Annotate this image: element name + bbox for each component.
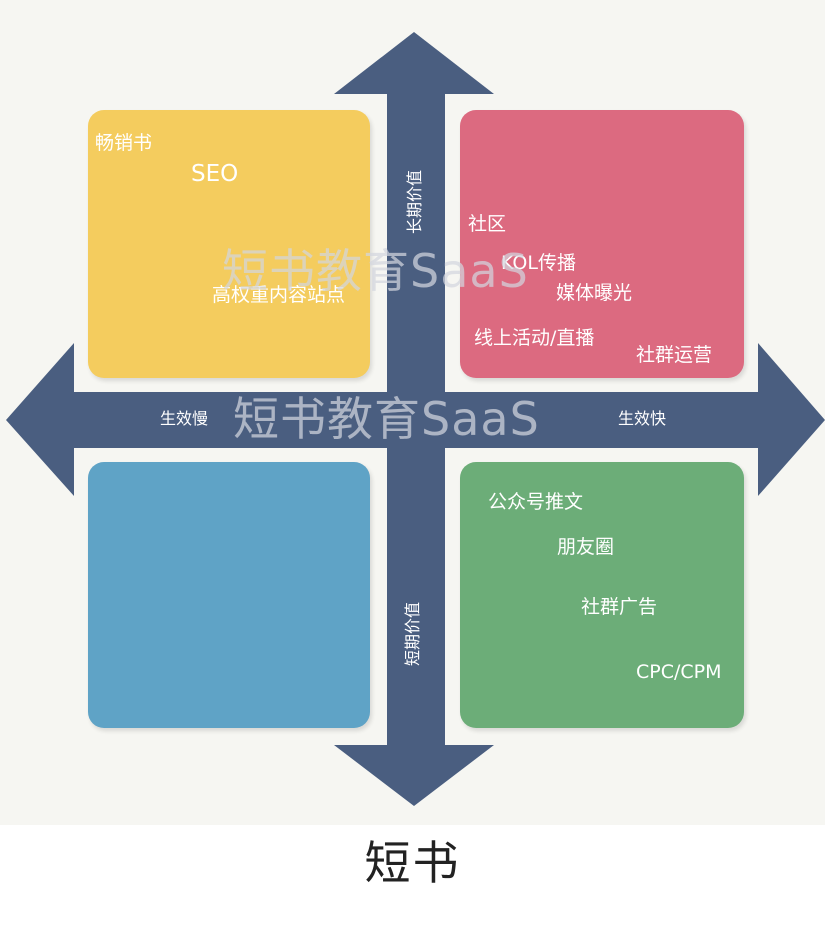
watermark-upper: 短书教育SaaS: [222, 244, 529, 298]
axis-label-right: 生效快: [618, 409, 667, 428]
axes-cross: [6, 32, 825, 806]
quadrant-item: 线上活动/直播: [474, 327, 595, 349]
quadrant-short-term-fast: [460, 462, 744, 728]
quadrant-item: 高权重内容站点: [212, 284, 346, 306]
quadrant-item: CPC/CPM: [636, 661, 722, 683]
quadrant-item: 畅销书: [95, 132, 153, 154]
quadrant-long-term-fast: [460, 110, 744, 378]
quadrant-item: 公众号推文: [488, 491, 584, 513]
axis-label-down: 短期价值: [403, 601, 422, 666]
quadrant-item: KOL传播: [501, 252, 576, 274]
axis-label-up: 长期价值: [405, 169, 424, 234]
quadrant-short-term-slow: [88, 462, 370, 728]
horizontal-axis-arrow: [6, 343, 825, 496]
quadrant-long-term-slow: [88, 110, 370, 378]
quadrant-item: 社区: [468, 213, 507, 235]
quadrant-item: SEO: [191, 161, 239, 187]
brand-logo-text: 短书: [364, 836, 461, 890]
quadrant-item: 媒体曝光: [556, 282, 633, 304]
quadrant-item: 社群广告: [581, 596, 658, 618]
axis-label-left: 生效慢: [160, 409, 209, 428]
quadrant-item: 社群运营: [636, 344, 713, 366]
quadrant-item: 朋友圈: [557, 536, 615, 558]
watermark-center: 短书教育SaaS: [233, 392, 540, 446]
